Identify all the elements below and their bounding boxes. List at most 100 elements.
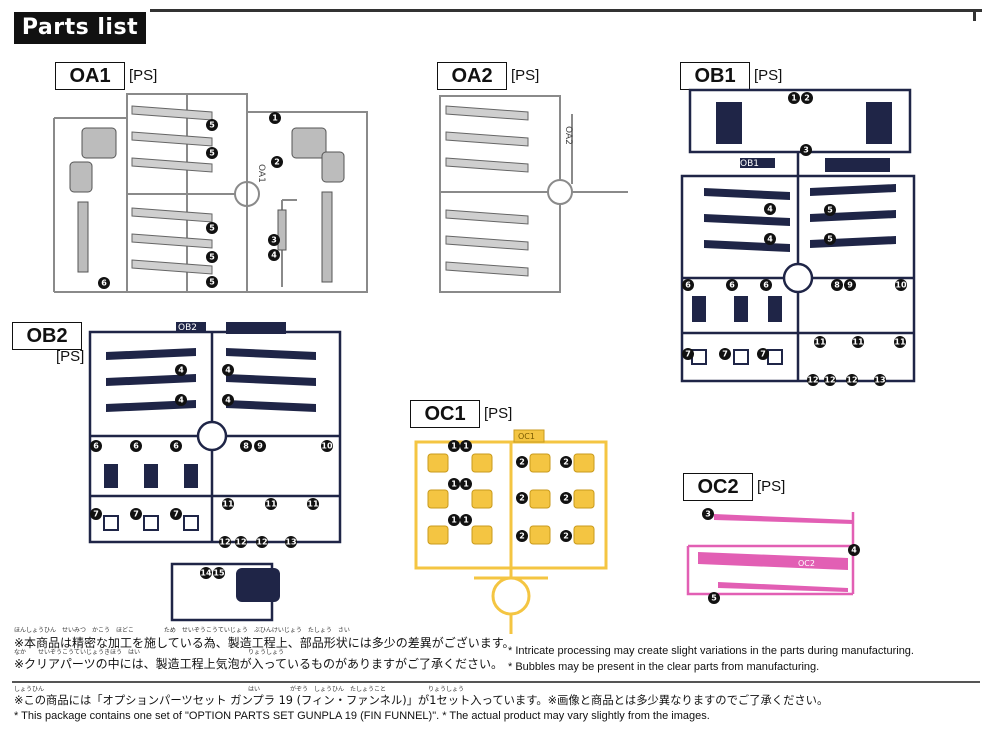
svg-text:5: 5	[827, 206, 833, 215]
svg-text:12: 12	[235, 538, 246, 547]
svg-text:1: 1	[451, 516, 457, 525]
svg-text:4: 4	[851, 546, 857, 555]
runner-code-oc2: OC2	[683, 473, 753, 501]
svg-text:2: 2	[519, 532, 525, 541]
svg-text:7: 7	[722, 350, 728, 359]
svg-text:1: 1	[272, 114, 278, 123]
runner-material-oc2: [PS]	[757, 478, 786, 495]
note-jp3: ※この商品には「オプションパーツセット ガンプラ 19 (フィン・ファンネル)」…	[14, 694, 829, 707]
svg-text:2: 2	[274, 158, 280, 167]
svg-text:4: 4	[178, 396, 184, 405]
svg-text:13: 13	[874, 376, 885, 385]
svg-text:7: 7	[685, 350, 691, 359]
runner-material-oa2: [PS]	[511, 67, 540, 84]
svg-text:9: 9	[257, 442, 263, 451]
svg-text:2: 2	[563, 458, 569, 467]
svg-text:6: 6	[101, 279, 107, 288]
svg-text:1: 1	[463, 516, 469, 525]
svg-text:5: 5	[209, 121, 215, 130]
runner-code-ob2: OB2	[12, 322, 82, 350]
svg-text:10: 10	[321, 442, 333, 451]
svg-text:7: 7	[760, 350, 766, 359]
svg-text:4: 4	[767, 235, 773, 244]
runner-code-oa1: OA1	[55, 62, 125, 90]
svg-text:4: 4	[178, 366, 184, 375]
note-jp2-ruby: なか せいぞうこうていじょうきほう はい りょうしょう	[14, 649, 285, 656]
runner-oa2: OA2	[439, 95, 628, 293]
top-divider	[150, 9, 982, 12]
svg-text:7: 7	[173, 510, 179, 519]
svg-text:4: 4	[225, 396, 231, 405]
svg-text:5: 5	[827, 235, 833, 244]
note-en3: * This package contains one set of "OPTI…	[14, 710, 710, 722]
svg-text:12: 12	[256, 538, 267, 547]
runner-tag-ob2: OB2	[178, 323, 197, 333]
svg-text:5: 5	[209, 278, 215, 287]
svg-text:11: 11	[852, 338, 864, 347]
svg-text:4: 4	[767, 205, 773, 214]
svg-text:10: 10	[895, 281, 907, 290]
svg-text:2: 2	[563, 494, 569, 503]
note-en2: * Bubbles may be present in the clear pa…	[508, 661, 820, 673]
runner-tag-oc1: OC1	[518, 432, 535, 441]
top-divider-end	[973, 9, 976, 21]
svg-text:6: 6	[93, 442, 99, 451]
svg-text:7: 7	[93, 510, 99, 519]
svg-text:6: 6	[763, 281, 769, 290]
runner-ob1: OB1 1 2 3 4 4 5 5 6 6 6 7 7 7 8 9 10 11 …	[680, 88, 916, 386]
svg-text:4: 4	[225, 366, 231, 375]
svg-text:6: 6	[173, 442, 179, 451]
svg-text:6: 6	[685, 281, 691, 290]
runner-ob2: OB2 4 4 4 4 6 6 6 7 7 7 8 9 10 11 11 11 …	[88, 322, 342, 622]
svg-text:6: 6	[729, 281, 735, 290]
svg-text:6: 6	[133, 442, 139, 451]
svg-text:1: 1	[451, 442, 457, 451]
runner-material-ob2: [PS]	[56, 348, 85, 365]
svg-text:9: 9	[847, 281, 853, 290]
runner-material-oc1: [PS]	[484, 405, 513, 422]
parts-list-title: Parts list	[14, 12, 146, 44]
runner-oa1: OA1 5 5 5 5 5 1 2 3 4 6	[53, 93, 368, 293]
runner-tag-ob1: OB1	[740, 159, 759, 169]
svg-text:2: 2	[563, 532, 569, 541]
svg-text:11: 11	[265, 500, 277, 509]
runner-code-oc1: OC1	[410, 400, 480, 428]
runner-material-oa1: [PS]	[129, 67, 158, 84]
svg-text:4: 4	[271, 251, 277, 260]
svg-text:13: 13	[285, 538, 296, 547]
svg-text:11: 11	[894, 338, 906, 347]
svg-text:3: 3	[803, 146, 809, 155]
svg-text:8: 8	[243, 442, 249, 451]
runner-tag-oa2: OA2	[563, 126, 573, 145]
svg-text:1: 1	[463, 442, 469, 451]
svg-text:2: 2	[519, 494, 525, 503]
runner-material-ob1: [PS]	[754, 67, 783, 84]
note-jp3-ruby: しょうひん はい がぞう しょうひん たしょうこと りょうしょう	[14, 686, 465, 693]
svg-text:5: 5	[209, 224, 215, 233]
svg-text:11: 11	[222, 500, 234, 509]
svg-text:15: 15	[213, 569, 225, 578]
svg-text:2: 2	[804, 94, 810, 103]
svg-text:11: 11	[814, 338, 826, 347]
runner-oc1: OC1 1 1 1 1 1 1 2 2 2 2 2 2	[414, 429, 608, 634]
runner-code-oa2: OA2	[437, 62, 507, 90]
svg-text:11: 11	[307, 500, 319, 509]
svg-text:14: 14	[200, 569, 212, 578]
svg-text:5: 5	[711, 594, 717, 603]
svg-text:3: 3	[271, 236, 277, 245]
svg-text:1: 1	[791, 94, 797, 103]
runner-tag-oa1: OA1	[256, 164, 266, 183]
svg-text:8: 8	[834, 281, 840, 290]
svg-text:12: 12	[824, 376, 835, 385]
note-en1: * Intricate processing may create slight…	[508, 645, 914, 657]
note-jp1-ruby: ほんしょうひん せいみつ かこう ほどこ ため せいぞうこうていじょう ぶひんけ…	[14, 627, 350, 634]
svg-text:12: 12	[807, 376, 818, 385]
svg-text:7: 7	[133, 510, 139, 519]
svg-text:1: 1	[463, 480, 469, 489]
svg-text:12: 12	[219, 538, 230, 547]
svg-text:5: 5	[209, 253, 215, 262]
note-jp2: ※クリアパーツの中には、製造工程上気泡が入っているものがありますがご了承ください…	[14, 657, 503, 671]
svg-text:5: 5	[209, 149, 215, 158]
svg-text:12: 12	[846, 376, 857, 385]
note-jp1: ※本商品は精密な加工を施している為、製造工程上、部品形状には多少の差異がございま…	[14, 636, 515, 650]
